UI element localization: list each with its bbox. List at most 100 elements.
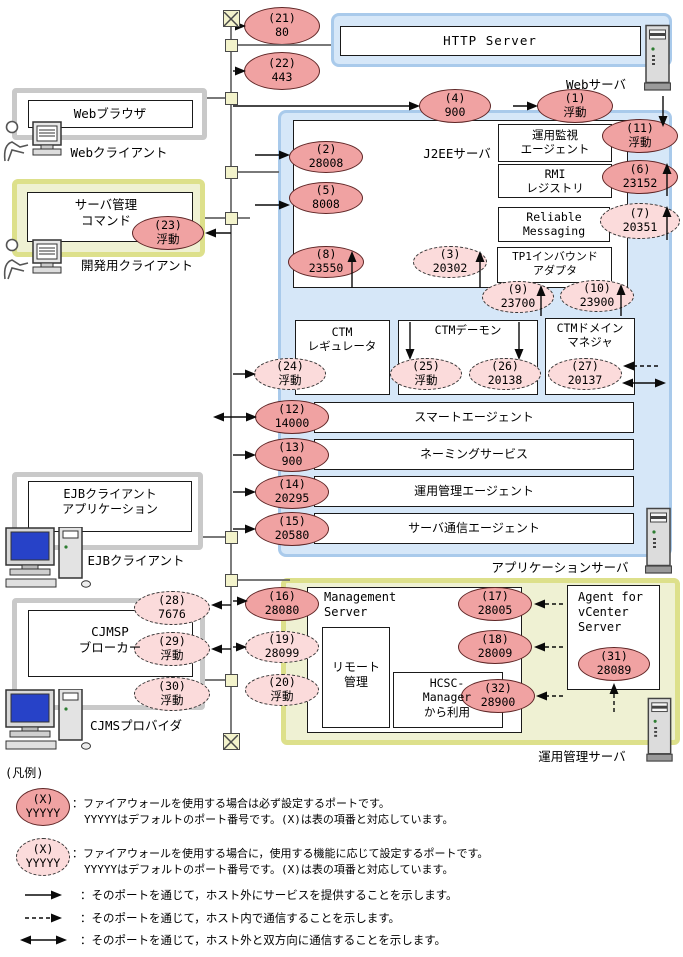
box-tp1-inbound-adapter (497, 247, 612, 283)
port-ellipse-1: (1)浮動 (537, 89, 613, 123)
port-number: (23) (154, 218, 182, 233)
port-number: (X) (32, 842, 54, 857)
port-value: 20351 (622, 220, 658, 234)
label-server-comm-agent-label: サーバ通信エージェント (408, 521, 540, 535)
port-value: 28008 (308, 156, 344, 170)
port-number: (17) (481, 589, 509, 604)
port-ellipse-2: (2)28008 (289, 141, 363, 173)
web-client-user-icon (2, 120, 66, 162)
port-value: 28099 (264, 646, 300, 660)
bus-node-square (224, 165, 238, 179)
port-number: (19) (268, 632, 296, 647)
bus-node-square (224, 573, 238, 587)
label-ops-mgmt-server-label: 運用管理サーバ (538, 749, 626, 764)
label-j2ee-server-label: J2EEサーバ (423, 146, 491, 161)
port-value: 20137 (567, 373, 603, 387)
port-ellipse-20: (20)浮動 (245, 674, 319, 706)
bus-node-square (224, 38, 238, 52)
cjms-computer-icon (5, 688, 93, 753)
port-ellipse-12: (12)14000 (255, 400, 329, 434)
box-http-server (340, 26, 641, 56)
port-number: (15) (278, 514, 306, 529)
port-value: 浮動 (563, 105, 587, 119)
port-ellipse-18: (18)28009 (458, 630, 532, 664)
port-ellipse-14: (14)20295 (255, 475, 329, 509)
port-ellipse-23: (23)浮動 (132, 216, 204, 250)
label-legend-title: (凡例) (5, 766, 44, 780)
label-http-server-label: HTTP Server (443, 33, 537, 48)
box-ops-monitor-agent (498, 124, 612, 162)
label-remote-mgmt-label: リモート 管理 (331, 660, 381, 689)
port-ellipse-13: (13)900 (255, 438, 329, 472)
firewall-node-icon (222, 9, 240, 27)
port-ellipse-5: (5)8008 (289, 182, 363, 214)
port-number: (4) (444, 91, 466, 106)
port-value: YYYYY (25, 856, 61, 870)
port-number: (1) (564, 91, 586, 106)
port-value: 23550 (308, 261, 344, 275)
port-ellipse-29: (29)浮動 (134, 632, 210, 666)
label-ctm-daemon-label: CTMデーモン (434, 323, 502, 337)
box-ejb-client-app (28, 481, 192, 532)
label-tp1-inbound-label: TP1インバウンド アダプタ (512, 250, 598, 277)
port-value: 20580 (274, 528, 310, 542)
port-value: 浮動 (628, 135, 652, 149)
port-ellipse-24: (24)浮動 (254, 358, 326, 390)
port-value: 浮動 (160, 693, 184, 707)
port-value: 900 (444, 105, 466, 119)
port-number: (26) (491, 359, 519, 374)
port-value: 浮動 (160, 648, 184, 662)
port-ellipse-11: (11)浮動 (602, 119, 678, 153)
port-number: (11) (626, 121, 654, 136)
port-ellipse-32: (32)28900 (461, 679, 535, 713)
port-value: 20295 (274, 491, 310, 505)
label-ejb-client-label: EJBクライアント (87, 553, 185, 568)
label-rmi-registry-label: RMI レジストリ (526, 167, 584, 196)
port-value: 23700 (500, 296, 536, 310)
bus-node-square (224, 530, 238, 544)
port-ellipse-legend-required-port: (X)YYYYY (16, 788, 70, 826)
port-number: (30) (158, 679, 186, 694)
label-ops-monitor-agent-label: 運用監視 エージェント (520, 128, 590, 157)
bus-node-square (224, 673, 238, 687)
port-number: (9) (507, 282, 529, 297)
label-legend-required-text1: ：ファイアウォールを使用する場合は必ず設定するポートです。 (72, 797, 390, 810)
port-number: (31) (600, 649, 628, 664)
label-naming-service-label: ネーミングサービス (419, 447, 529, 461)
port-value: 28009 (477, 646, 513, 660)
web-server-icon (643, 24, 672, 92)
box-smart-agent (314, 402, 634, 433)
port-value: 443 (271, 70, 293, 84)
port-ellipse-22: (22)443 (244, 52, 320, 90)
box-reliable-messaging (498, 207, 610, 242)
port-number: (20) (268, 675, 296, 690)
port-number: (27) (571, 359, 599, 374)
port-ellipse-7: (7)20351 (600, 203, 680, 239)
port-ellipse-19: (19)28099 (245, 631, 319, 663)
port-ellipse-27: (27)20137 (548, 358, 622, 390)
box-server-comm-agent (314, 513, 634, 544)
port-number: (3) (439, 247, 461, 262)
label-cjmsp-broker-label: CJMSP ブローカー (78, 624, 142, 655)
port-value: 28080 (264, 603, 300, 617)
label-legend-optional-text1: ：ファイアウォールを使用する場合に，使用する機能に応じて設定するポートです。 (72, 847, 489, 860)
port-number: (12) (278, 402, 306, 417)
label-smart-agent-label: スマートエージェント (414, 410, 534, 424)
port-number: (28) (158, 593, 186, 608)
bus-node-square (224, 211, 238, 225)
box-remote-mgmt (322, 627, 390, 728)
label-hcsc-manager-label: HCSC- Manager から利用 (422, 676, 472, 719)
port-ellipse-legend-optional-port: (X)YYYYY (16, 838, 70, 876)
port-number: (16) (268, 589, 296, 604)
port-ellipse-16: (16)28080 (245, 587, 319, 621)
port-ellipse-17: (17)28005 (458, 587, 532, 621)
label-app-server-label: アプリケーションサーバ (491, 560, 629, 575)
port-number: (25) (412, 359, 440, 374)
bus-node-square (224, 91, 238, 105)
port-value: 20138 (487, 373, 523, 387)
label-legend-optional-text2: YYYYYはデフォルトのポート番号です。(X)は表の項番と対応しています。 (84, 863, 454, 876)
mgmt-server-icon (646, 697, 673, 763)
port-number: (X) (32, 792, 54, 807)
port-ellipse-4: (4)900 (419, 89, 491, 123)
port-number: (6) (629, 162, 651, 177)
